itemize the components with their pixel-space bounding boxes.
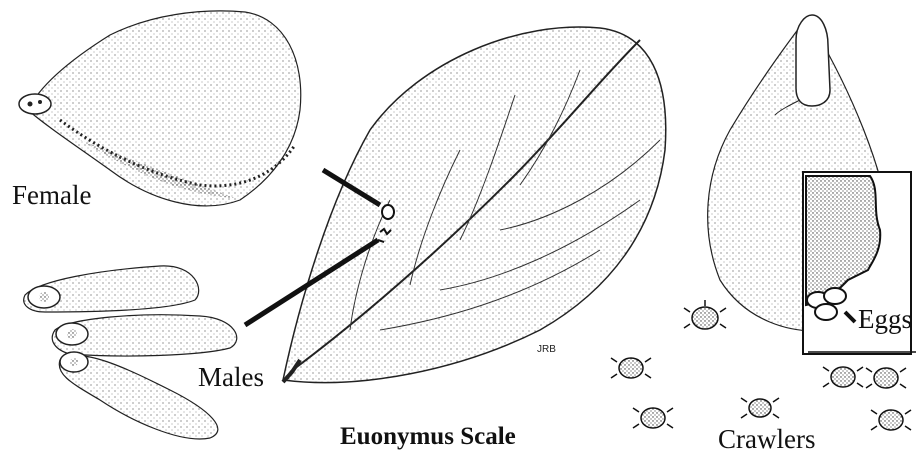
crawler-7 [871,410,911,430]
illustration-title: Euonymus Scale [340,424,516,449]
crawler-6 [866,368,906,388]
female-scale-drawing [19,11,301,206]
male-scales-drawing [24,266,237,439]
crawler-5 [823,367,863,387]
leaf-drawing [283,27,666,383]
crawlers-label: Crawlers [718,426,815,453]
males-label: Males [198,364,264,391]
eggs-label: Eggs [858,306,912,333]
artist-signature: JRB [537,344,556,355]
female-label: Female [12,182,91,209]
crawler-2 [611,358,651,378]
crawler-3 [633,408,673,428]
crawler-1 [684,300,726,329]
crawler-4 [741,398,779,418]
